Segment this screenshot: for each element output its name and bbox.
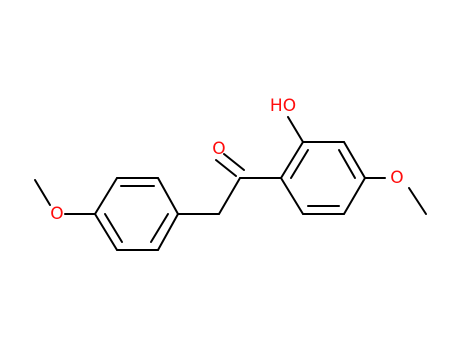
bond-ring-right-3: [343, 141, 366, 179]
bond-ring-right-6: [280, 177, 304, 215]
bond-ring-left-inner-left: [104, 213, 123, 243]
bond-ring-left-6: [94, 213, 118, 251]
bond-ring-left-inner-right: [150, 213, 169, 243]
oxygen-label-ketone: O: [212, 139, 225, 159]
bond-ring-left-3: [157, 177, 179, 215]
bond-hydroxyl: [287, 116, 304, 143]
oxygen-label-methoxy-left: O: [50, 204, 63, 224]
bond-ring-right-inner-2: [338, 149, 356, 179]
bond-carbonyl-2: [223, 153, 245, 171]
bond-ring-right-4: [343, 177, 366, 215]
bond-carbonyl-1: [215, 159, 237, 177]
bond-ch2-right: [218, 177, 241, 215]
bond-methyl-left: [34, 179, 51, 206]
bond-methyl-right: [408, 187, 427, 215]
bond-ring-left-1: [94, 177, 118, 215]
bond-ring-right-inner-1: [290, 149, 309, 179]
bond-ring-right-1: [280, 141, 304, 179]
oxygen-label-hydroxyl: HO: [270, 96, 296, 116]
oxygen-label-methoxy-right: O: [390, 168, 403, 188]
bond-ring-left-4: [157, 213, 179, 251]
